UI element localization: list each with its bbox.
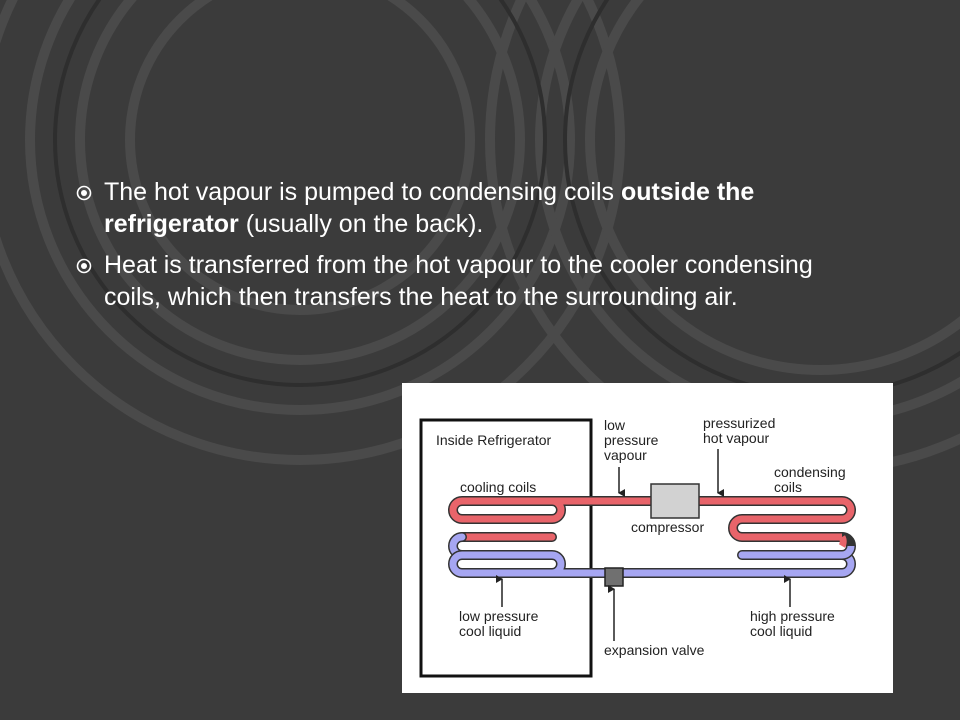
bullet-text: Heat is transferred from the hot vapour … <box>104 251 813 311</box>
high-pressure-cool-liquid-label: high pressure cool liquid <box>750 608 835 639</box>
condensing-coils-label: condensing coils <box>774 464 846 495</box>
svg-text:pressure: pressure <box>604 432 659 448</box>
svg-text:hot vapour: hot vapour <box>703 430 769 446</box>
svg-text:vapour: vapour <box>604 447 647 463</box>
bullet-text: The hot vapour is pumped to condensing c… <box>104 178 621 206</box>
bullet-item: The hot vapour is pumped to condensing c… <box>76 176 836 240</box>
svg-text:cool liquid: cool liquid <box>459 623 521 639</box>
bullet-bold-text: outside the refrigerator <box>104 178 755 238</box>
condensing-coil-bend-cool <box>841 545 855 559</box>
svg-text:low: low <box>604 417 626 433</box>
svg-text:coils: coils <box>774 479 802 495</box>
condensing-coil-hot-path <box>729 497 855 541</box>
svg-text:low pressure: low pressure <box>459 608 539 624</box>
svg-text:pressurized: pressurized <box>703 415 775 431</box>
cooling-coil-bottom-bend <box>449 551 463 577</box>
svg-text:cool liquid: cool liquid <box>750 623 812 639</box>
bullet-item: Heat is transferred from the hot vapour … <box>76 249 836 313</box>
refrigeration-diagram: Inside Refrigerator <box>402 383 893 693</box>
low-pressure-cool-liquid-label: low pressure cool liquid <box>459 608 539 639</box>
cooling-coil-cool-path <box>449 533 565 577</box>
cooling-coil-hot-path <box>449 497 556 523</box>
compressor-block <box>650 483 700 519</box>
inside-refrigerator-label: Inside Refrigerator <box>436 432 552 448</box>
condensing-coil-bend <box>838 535 847 548</box>
cooling-coils-label: cooling coils <box>460 479 536 495</box>
bullet-text-tail: (usually on the back). <box>238 210 484 238</box>
expansion-valve-label: expansion valve <box>604 642 705 658</box>
target-bullet-icon <box>76 258 92 274</box>
svg-text:condensing: condensing <box>774 464 846 480</box>
expansion-valve-block <box>604 567 624 587</box>
low-pressure-vapour-label: low pressure vapour <box>604 417 659 463</box>
pressurized-hot-vapour-label: pressurized hot vapour <box>703 415 775 446</box>
bullet-list: The hot vapour is pumped to condensing c… <box>76 176 836 322</box>
target-bullet-icon <box>76 185 92 201</box>
svg-text:high pressure: high pressure <box>750 608 835 624</box>
inside-refrigerator-box <box>419 418 593 678</box>
compressor-label: compressor <box>631 519 704 535</box>
